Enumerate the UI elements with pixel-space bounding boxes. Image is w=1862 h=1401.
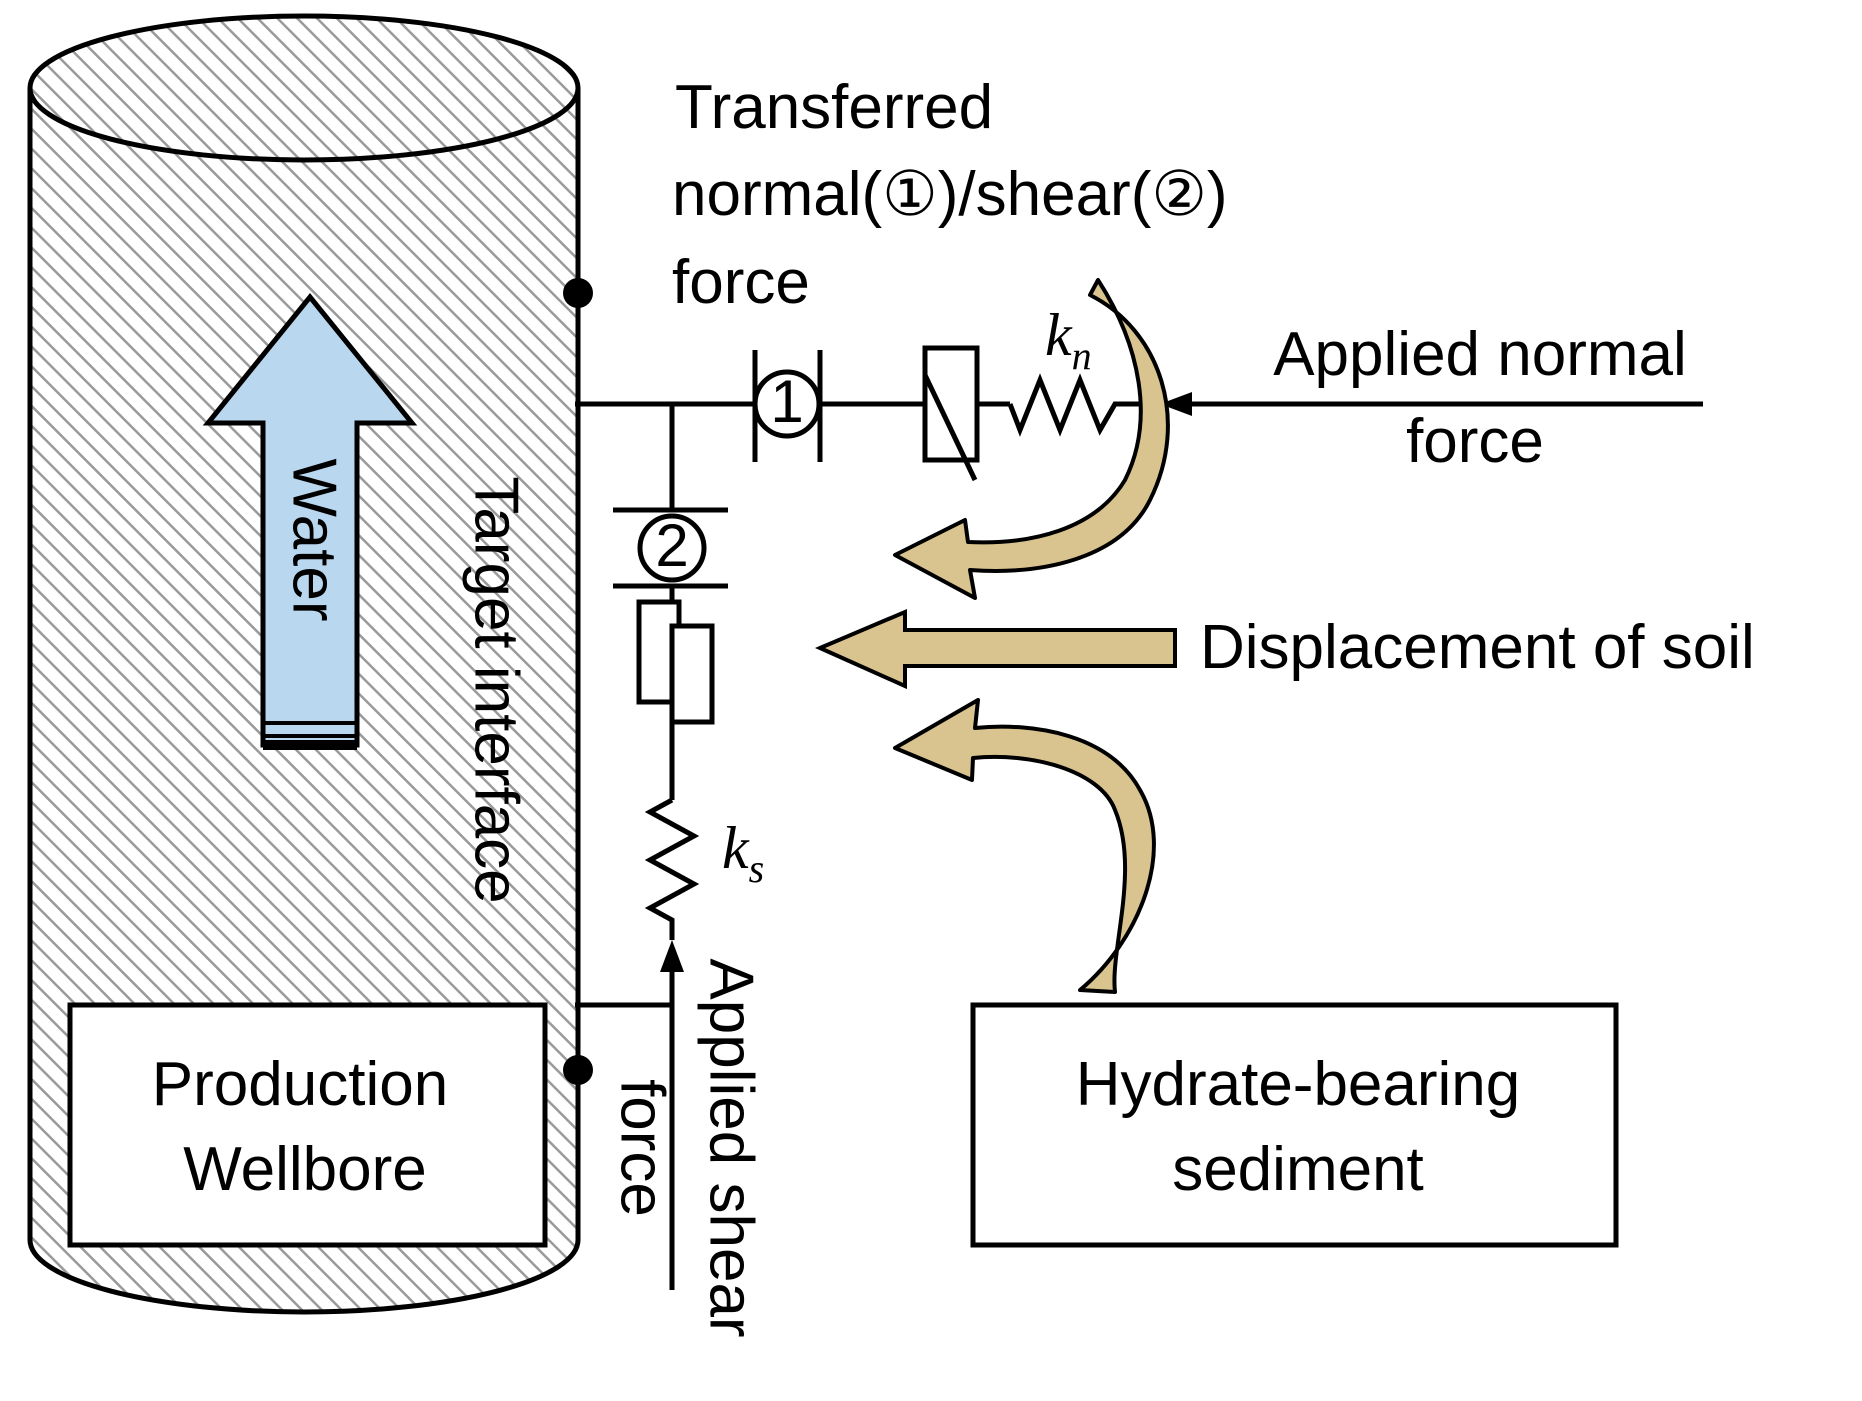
hydrate-sediment-line1: Hydrate-bearing bbox=[1076, 1050, 1521, 1119]
displacement-label: Displacement of soil bbox=[1200, 613, 1755, 682]
marker-2: 2 bbox=[655, 512, 688, 579]
water-label: Water bbox=[280, 458, 349, 621]
transferred-label-line2: normal(①)/shear(②) bbox=[672, 160, 1228, 229]
applied-normal-arrow bbox=[1160, 392, 1703, 416]
production-wellbore-line2: Wellbore bbox=[183, 1135, 427, 1204]
normal-force-element: 1 kn bbox=[575, 302, 1150, 482]
hydrate-sediment-line2: sediment bbox=[1172, 1135, 1424, 1204]
soil-straight-arrow bbox=[814, 608, 1177, 690]
marker-1: 1 bbox=[770, 368, 803, 435]
ks-label: ks bbox=[722, 815, 764, 891]
applied-shear-label-line1: Applied shear bbox=[697, 958, 766, 1337]
applied-normal-label-line2: force bbox=[1406, 407, 1544, 476]
applied-normal-label-line1: Applied normal bbox=[1273, 320, 1687, 389]
interface-node-bottom bbox=[563, 1055, 593, 1085]
soil-curved-arrow-lower bbox=[893, 698, 1156, 994]
shear-force-element: 2 ks bbox=[575, 404, 764, 1008]
applied-shear-label-line2: force bbox=[608, 1079, 677, 1217]
production-wellbore-line1: Production bbox=[152, 1050, 448, 1119]
transferred-label-line3: force bbox=[672, 248, 810, 317]
target-interface-label: Target interface bbox=[462, 476, 531, 903]
kn-label: kn bbox=[1045, 302, 1092, 378]
soil-curved-arrow-upper bbox=[893, 278, 1170, 600]
applied-shear-arrow bbox=[660, 940, 684, 1290]
production-wellbore-box: Production Wellbore bbox=[67, 1002, 548, 1248]
transferred-label-line1: Transferred bbox=[675, 73, 993, 142]
interface-node-top bbox=[563, 278, 593, 308]
hydrate-sediment-box: Hydrate-bearing sediment bbox=[970, 1002, 1619, 1248]
water-arrow: Water bbox=[202, 293, 418, 750]
